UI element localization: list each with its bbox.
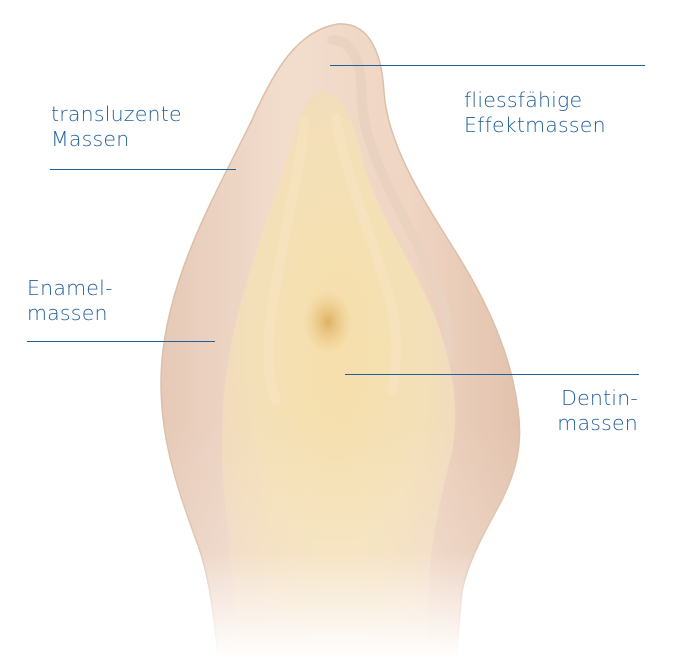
label-transluzente-massen: transluzente Massen (51, 102, 182, 152)
label-dentinmassen: Dentin- massen (557, 386, 638, 436)
root-fade (150, 420, 530, 658)
label-line: Massen (51, 127, 182, 152)
dentin-shade-spot (304, 290, 352, 354)
label-line: fliessfähige (464, 88, 606, 113)
label-line: massen (557, 411, 638, 436)
label-line: transluzente (51, 102, 182, 127)
leader-line-enamel (27, 341, 215, 342)
leader-line-dentin (345, 374, 639, 375)
label-line: massen (27, 301, 113, 326)
label-line: Dentin- (557, 386, 638, 411)
label-line: Enamel- (27, 276, 113, 301)
label-enamelmassen: Enamel- massen (27, 276, 113, 326)
label-line: Effektmassen (464, 113, 606, 138)
leader-line-transluzente (50, 169, 236, 170)
leader-line-fliessfaehige (330, 65, 645, 66)
label-fliessfaehige-effektmassen: fliessfähige Effektmassen (464, 88, 606, 138)
